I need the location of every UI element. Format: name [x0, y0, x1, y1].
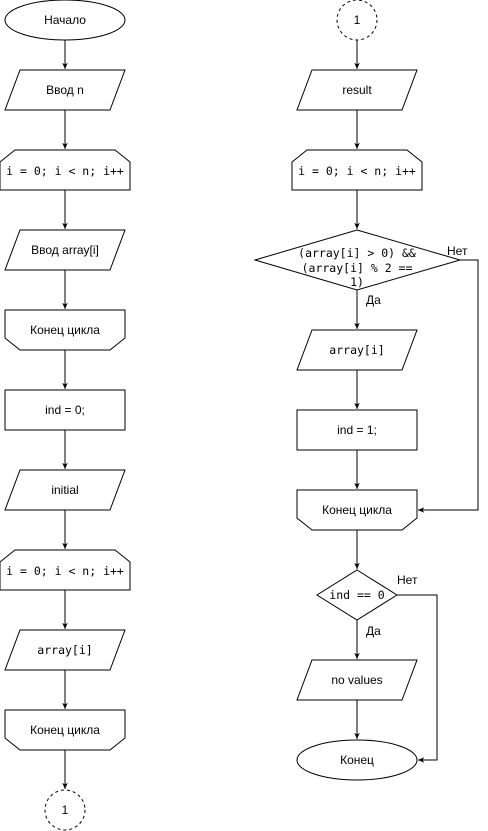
input-n-label: Ввод n — [46, 83, 84, 97]
start-label: Начало — [44, 13, 86, 27]
connector-no — [418, 259, 479, 513]
offpage-connector-in-label: 1 — [354, 13, 361, 27]
initial-label: initial — [51, 483, 78, 497]
condition-no-label: Нет — [447, 244, 468, 258]
ind-init-node: ind = 0; — [4, 389, 126, 431]
loop3-end-label: Конец цикла — [322, 503, 392, 517]
result-node: result — [296, 69, 418, 111]
loop2-start-node: i = 0; i < n; i++ — [0, 549, 131, 591]
output-array-left-node: array[i] — [4, 629, 126, 671]
check-yes-label: Да — [366, 624, 381, 638]
check-decision: ind == 0 — [316, 569, 398, 621]
loop3-end-node: Конец цикла — [296, 489, 418, 531]
condition-line2: (array[i] % 2 == — [302, 261, 413, 275]
loop3-start-node: i = 0; i < n; i++ — [291, 149, 423, 191]
end-label: Конец — [340, 753, 374, 767]
ind-set-node: ind = 1; — [296, 409, 418, 451]
offpage-connector-in: 1 — [336, 0, 378, 41]
loop1-start-node: i = 0; i < n; i++ — [0, 149, 131, 191]
offpage-connector-out-label: 1 — [62, 803, 69, 817]
loop3-label: i = 0; i < n; i++ — [298, 164, 416, 178]
connector-no — [397, 594, 438, 763]
offpage-connector-out: 1 — [44, 789, 86, 831]
loop1-label: i = 0; i < n; i++ — [6, 164, 124, 178]
check-no-label: Нет — [397, 573, 418, 587]
output-array-right-node: array[i] — [296, 329, 418, 371]
no-values-node: no values — [296, 659, 418, 701]
check-label: ind == 0 — [329, 588, 384, 602]
loop2-end-node: Конец цикла — [4, 709, 126, 751]
loop1-end-label: Конец цикла — [30, 323, 100, 337]
condition-line3: 1) — [350, 275, 364, 289]
result-label: result — [342, 83, 372, 97]
ind-set-label: ind = 1; — [337, 423, 377, 437]
input-n-node: Ввод n — [4, 69, 126, 111]
input-array-node: Ввод array[i] — [4, 229, 126, 271]
condition-decision: (array[i] > 0) && (array[i] % 2 == 1) — [253, 229, 462, 291]
loop2-label: i = 0; i < n; i++ — [6, 564, 124, 578]
loop2-end-label: Конец цикла — [30, 723, 100, 737]
end-terminator: Конец — [296, 739, 418, 781]
output-array-right-label: array[i] — [329, 343, 384, 357]
no-values-label: no values — [331, 673, 382, 687]
initial-node: initial — [4, 469, 126, 511]
ind-init-label: ind = 0; — [45, 403, 85, 417]
condition-yes-label: Да — [366, 293, 381, 307]
input-array-label: Ввод array[i] — [31, 243, 99, 257]
output-array-left-label: array[i] — [37, 643, 92, 657]
condition-line1: (array[i] > 0) && — [298, 246, 416, 260]
loop1-end-node: Конец цикла — [4, 309, 126, 351]
start-terminator: Начало — [4, 0, 126, 41]
